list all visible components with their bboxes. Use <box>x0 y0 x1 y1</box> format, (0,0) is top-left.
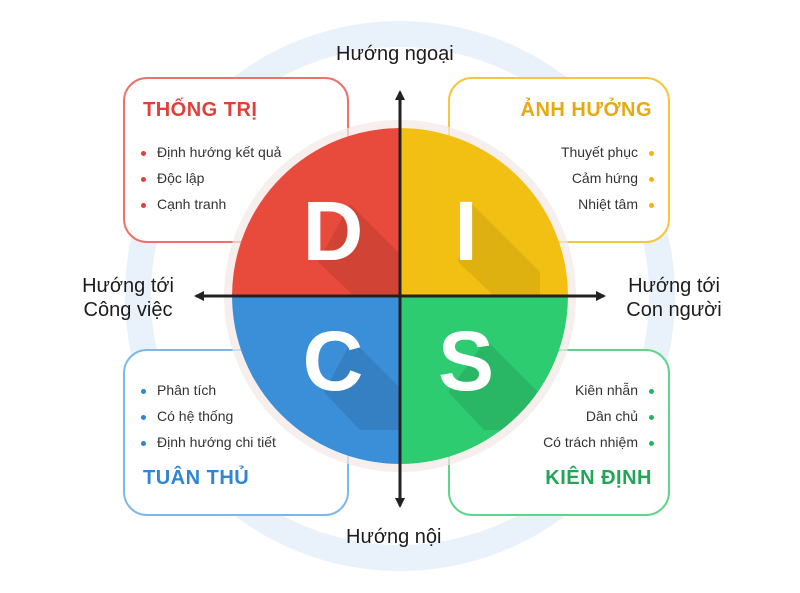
bullet-icon <box>141 176 146 182</box>
list-item: Độc lập <box>141 165 281 191</box>
axis-label-left-line2: Công việc <box>83 299 173 321</box>
bullet-icon <box>141 414 146 420</box>
list-item: Có trách nhiệm <box>543 429 654 455</box>
quadrant-list-i: Thuyết phục Cảm hứng Nhiệt tâm <box>561 139 654 217</box>
bullet-icon <box>649 440 654 446</box>
bullet-icon <box>649 388 654 394</box>
list-item: Định hướng chi tiết <box>141 429 276 455</box>
bullet-icon <box>141 440 146 446</box>
quadrant-list-s: Kiên nhẫn Dân chủ Có trách nhiệm <box>543 377 654 455</box>
list-item-text: Cảm hứng <box>571 170 638 186</box>
list-item-text: Thuyết phục <box>560 144 638 160</box>
list-item: Định hướng kết quả <box>141 139 281 165</box>
bullet-icon <box>141 150 146 156</box>
list-item: Kiên nhẫn <box>543 377 654 403</box>
quadrant-box-compliance: Phân tích Có hệ thống Định hướng chi tiế… <box>123 349 349 516</box>
quadrant-title-c: TUÂN THỦ <box>143 467 250 489</box>
list-item-text: Nhiệt tâm <box>578 196 638 212</box>
axis-label-right-line2: Con người <box>626 299 722 321</box>
axis-label-top: Hướng ngoại <box>336 43 454 65</box>
list-item-text: Định hướng kết quả <box>157 144 282 160</box>
list-item-text: Kiên nhẫn <box>574 382 638 398</box>
quadrant-title-d: THỐNG TRỊ <box>143 99 258 121</box>
list-item: Dân chủ <box>543 403 654 429</box>
axis-label-right-line1: Hướng tới <box>628 275 720 297</box>
list-item-text: Có hệ thống <box>157 408 234 424</box>
axis-label-bottom: Hướng nội <box>346 526 442 548</box>
bullet-icon <box>141 202 146 208</box>
list-item-text: Phân tích <box>157 382 217 398</box>
quadrant-title-s: KIÊN ĐỊNH <box>545 467 652 489</box>
bullet-icon <box>649 150 654 156</box>
list-item-text: Định hướng chi tiết <box>157 434 276 450</box>
axis-label-left-line1: Hướng tới <box>82 275 174 297</box>
axis-label-left: Hướng tới Công việc <box>66 274 190 322</box>
outer-ring <box>125 21 675 571</box>
quadrant-title-i: ẢNH HƯỞNG <box>520 99 652 121</box>
quadrant-box-influence: ẢNH HƯỞNG Thuyết phục Cảm hứng Nhiệt tâm <box>448 77 670 243</box>
bullet-icon <box>649 176 654 182</box>
quadrant-list-d: Định hướng kết quả Độc lập Cạnh tranh <box>141 139 281 217</box>
list-item: Thuyết phục <box>561 139 654 165</box>
list-item: Nhiệt tâm <box>561 191 654 217</box>
list-item-text: Độc lập <box>157 170 205 186</box>
axis-label-right: Hướng tới Con người <box>612 274 736 322</box>
quadrant-box-dominance: THỐNG TRỊ Định hướng kết quả Độc lập Cạn… <box>123 77 349 243</box>
list-item-text: Cạnh tranh <box>157 196 227 212</box>
quadrant-box-steadiness: Kiên nhẫn Dân chủ Có trách nhiệm KIÊN ĐỊ… <box>448 349 670 516</box>
bullet-icon <box>649 202 654 208</box>
list-item-text: Có trách nhiệm <box>543 434 638 450</box>
list-item: Cảm hứng <box>561 165 654 191</box>
list-item: Có hệ thống <box>141 403 276 429</box>
bullet-icon <box>141 388 146 394</box>
list-item: Phân tích <box>141 377 276 403</box>
bullet-icon <box>649 414 654 420</box>
quadrant-list-c: Phân tích Có hệ thống Định hướng chi tiế… <box>141 377 276 455</box>
list-item-text: Dân chủ <box>585 408 638 424</box>
list-item: Cạnh tranh <box>141 191 281 217</box>
